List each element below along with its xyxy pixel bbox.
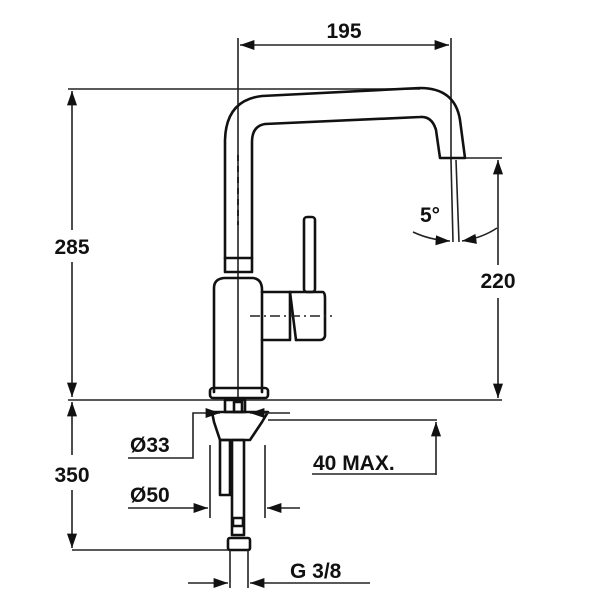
faucet-spout	[223, 86, 467, 260]
dim-label-d33: Ø33	[130, 434, 170, 457]
dim-label-d50: Ø50	[130, 484, 170, 507]
dim-hole-diameter: Ø50	[128, 445, 300, 518]
dim-label-40max: 40 MAX.	[313, 452, 395, 475]
dim-below-deck-length: 350	[54, 402, 228, 551]
dim-total-height: 285	[54, 88, 420, 397]
dim-outlet-height: 220	[455, 157, 516, 398]
faucet-main-body	[208, 276, 270, 400]
dim-label-195: 195	[326, 20, 361, 43]
dim-spout-angle: 5°	[412, 159, 498, 246]
dim-label-220: 220	[480, 270, 515, 293]
dim-spout-reach: 195	[237, 20, 452, 400]
dim-label-g38: G 3/8	[290, 560, 342, 583]
mounting-assembly	[210, 398, 270, 552]
faucet-neck-collar	[223, 256, 254, 274]
dim-label-350: 350	[54, 464, 89, 487]
dim-connection-thread: G 3/8	[188, 550, 370, 589]
faucet-handle	[250, 215, 332, 342]
dim-deck-thickness: 40 MAX.	[268, 419, 442, 475]
dim-label-285: 285	[54, 236, 89, 259]
dim-label-5deg: 5°	[420, 204, 440, 227]
dim-shank-diameter: Ø33	[128, 407, 290, 459]
